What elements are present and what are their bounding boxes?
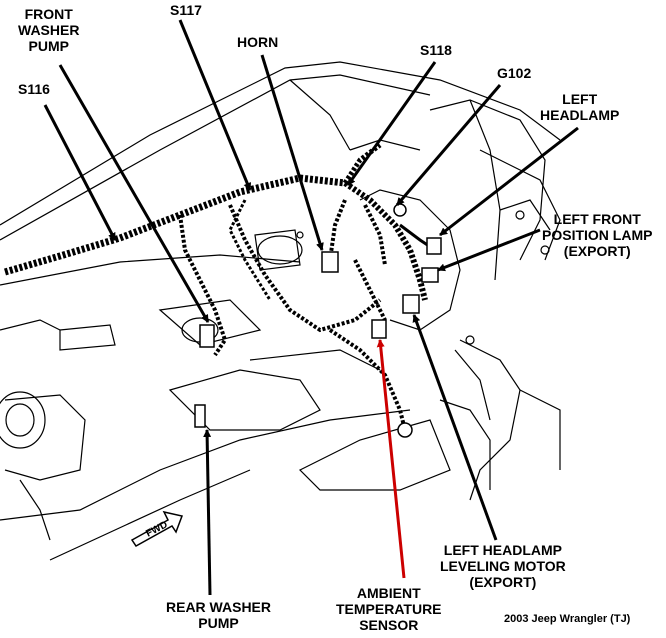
leader-front-washer-pump (58, 64, 210, 323)
vehicle-body-outline (0, 61, 561, 561)
leader-g102 (395, 84, 502, 206)
leader-lines (43, 19, 579, 596)
label-s118: S118 (420, 42, 452, 58)
fwd-label: FWD (144, 519, 169, 539)
label-s116: S116 (18, 81, 50, 97)
leader-s118 (346, 61, 437, 186)
leader-rear-washer-pump (203, 429, 212, 596)
wiring-harness (4, 143, 436, 431)
figure-caption: 2003 Jeep Wrangler (TJ) (504, 613, 631, 625)
leader-left-headlamp-leveling-motor (412, 314, 498, 541)
leader-s116 (43, 104, 117, 241)
leader-ambient-temperature-sensor (376, 339, 406, 579)
label-s117: S117 (170, 2, 202, 18)
fwd-arrow-icon: FWD (130, 510, 184, 547)
label-horn: HORN (237, 34, 279, 50)
leader-horn (260, 54, 324, 251)
leader-s117 (178, 19, 252, 191)
label-g102: G102 (497, 65, 532, 81)
leader-left-front-position-lamp (437, 228, 541, 272)
connectors (194, 203, 442, 438)
leader-left-headlamp (439, 126, 579, 237)
